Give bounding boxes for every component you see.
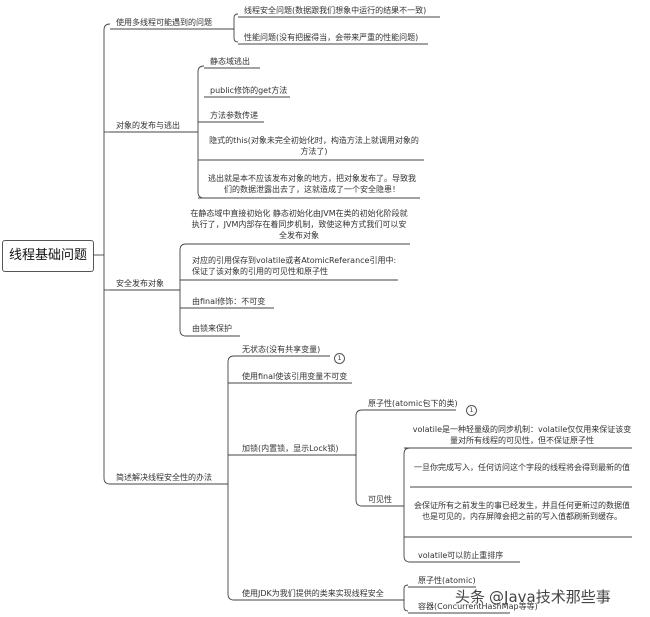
root-node[interactable]: 线程基础问题 xyxy=(2,240,94,272)
collapse-badge-atomicity[interactable]: 1 xyxy=(466,405,477,416)
lock-fork xyxy=(344,409,363,456)
b4-fork-lower xyxy=(227,484,235,601)
b4-item-lock[interactable]: 加锁(内置锁，显示Lock锁) xyxy=(242,444,339,453)
b3-item-final[interactable]: 由final修饰：不可变 xyxy=(192,297,266,306)
collapse-badge-stateless[interactable]: 1 xyxy=(334,353,345,364)
watermark: 头条 @Java技术那些事 xyxy=(455,586,611,607)
b3-item-lock[interactable]: 由锁来保护 xyxy=(192,324,232,333)
b1-fork-lower xyxy=(233,29,239,43)
spine-b1-b2 xyxy=(103,23,111,255)
b4-item-stateless[interactable]: 无状态(没有共享变量) xyxy=(242,345,321,354)
b3-item-volatile-ref[interactable]: 对应的引用保存到volatile或者AtomicReferance引用中:保证了… xyxy=(192,256,397,276)
lock-item-visibility[interactable]: 可见性 xyxy=(368,495,392,504)
jdk-item-atomic[interactable]: 原子性(atomic) xyxy=(418,576,476,585)
jdk-fork-lower xyxy=(403,600,409,612)
b2-fork xyxy=(192,65,205,133)
vis-item-reorder[interactable]: volatile可以防止重排序 xyxy=(418,551,504,560)
b3-fork xyxy=(179,243,187,290)
spine-b3-b4 xyxy=(103,255,111,485)
vis-fork-lower xyxy=(403,506,411,563)
b4-fork xyxy=(227,355,235,484)
b2-fork-lower xyxy=(197,132,205,199)
branch-b4-label[interactable]: 简述解决线程安全性的办法 xyxy=(116,473,212,482)
watermark-platform: 头条 xyxy=(455,588,486,606)
watermark-handle: @Java技术那些事 xyxy=(489,588,611,606)
b4-item-jdk[interactable]: 使用JDK为我们提供的类来实现线程安全 xyxy=(242,589,384,598)
branch-b2-label[interactable]: 对象的发布与逃出 xyxy=(116,121,180,130)
vis-item-memory-barrier[interactable]: 会保证所有之前发生的事已经发生，并且任何更新过的数据值也是可见的，内存屏障会把之… xyxy=(414,501,630,521)
b3-fork-lower xyxy=(179,290,187,337)
b1-item-thread-safety[interactable]: 线程安全问题(数据跟我们想象中运行的结果不一致) xyxy=(244,6,427,15)
b2-item-static-escape[interactable]: 静态域逃出 xyxy=(210,57,250,66)
lock-item-atomicity[interactable]: 原子性(atomic包下的类) xyxy=(368,399,458,408)
b1-item-performance[interactable]: 性能问题(没有把握得当，会带来严重的性能问题) xyxy=(244,33,419,42)
vis-item-latest-value[interactable]: 一旦你完成写入，任何访问这个字段的线程将会得到最新的值 xyxy=(414,463,630,472)
b2-item-param-pass[interactable]: 方法参数传递 xyxy=(210,111,258,120)
vis-fork xyxy=(403,447,411,506)
jdk-item-container[interactable]: 容器(ConcurrentHashMap等等) xyxy=(418,602,538,611)
b2-item-public-get[interactable]: public修饰的get方法 xyxy=(210,86,288,95)
lock-fork-lower xyxy=(355,455,363,507)
jdk-fork xyxy=(396,584,409,601)
branch-b3-label[interactable]: 安全发布对象 xyxy=(116,279,164,288)
b1-fork xyxy=(228,13,239,30)
b4-item-final-ref[interactable]: 使用final使该引用变量不可变 xyxy=(242,372,348,381)
b2-item-escape-note[interactable]: 逃出就是本不应该发布对象的地方，把对象发布了。导致我们的数据泄露出去了，这就造成… xyxy=(208,174,416,194)
b2-item-implicit-this[interactable]: 隐式的this(对象未完全初始化时，构造方法上就调用对象的方法了) xyxy=(209,136,419,156)
vis-item-volatile[interactable]: volatile是一种轻量级的同步机制：volatile仅仅用来保证该变量对所有… xyxy=(412,425,632,445)
branch-b1-label[interactable]: 使用多线程可能遇到的问题 xyxy=(116,18,212,27)
b3-item-static-init[interactable]: 在静态域中直接初始化 静态初始化由JVM在类的初始化阶段就执行了，JVM内部存在… xyxy=(190,209,408,240)
